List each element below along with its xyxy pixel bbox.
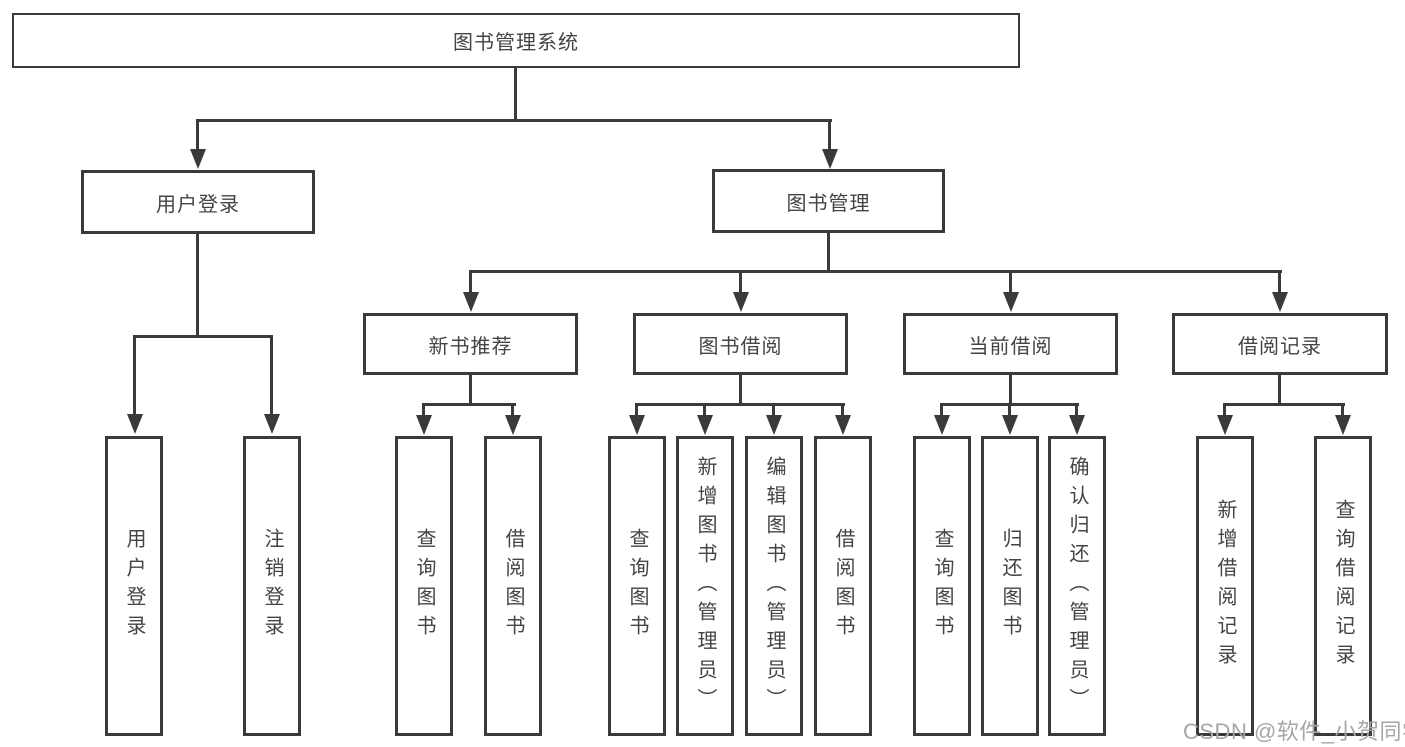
connector-line [841, 403, 844, 417]
csdn-watermark: CSDN @软件_小贺同学 [1183, 719, 1405, 744]
connector-arrowhead [733, 292, 749, 312]
leaf-confirm-return-admin: 确认归还（管理员） [1048, 436, 1106, 736]
leaf-borrow-books-recommend-label: 借阅图书 [502, 528, 524, 644]
connector-arrowhead [835, 415, 851, 435]
connector-arrowhead [127, 414, 143, 434]
connector-line [133, 335, 136, 415]
leaf-add-book-admin-label: 新增图书（管理员） [694, 455, 716, 717]
node-root-label: 图书管理系统 [453, 32, 579, 54]
connector-line [739, 270, 742, 294]
connector-line [1009, 270, 1012, 294]
connector-line [1223, 403, 1226, 417]
node-current-borrow-label: 当前借阅 [968, 335, 1053, 358]
connector-arrowhead [629, 415, 645, 435]
leaf-user-login-label: 用户登录 [123, 528, 145, 644]
leaf-borrow-books-recommend: 借阅图书 [484, 436, 542, 736]
connector-line [469, 270, 1282, 273]
connector-line [1278, 270, 1281, 294]
connector-arrowhead [1335, 415, 1351, 435]
node-book-borrow-label: 图书借阅 [698, 335, 783, 358]
leaf-edit-book-admin: 编辑图书（管理员） [745, 436, 803, 736]
connector-line [1341, 403, 1344, 417]
connector-line [1008, 403, 1011, 417]
node-new-book-recommend-label: 新书推荐 [428, 335, 513, 358]
leaf-query-borrow-record-label: 查询借阅记录 [1332, 499, 1354, 673]
connector-line [1009, 375, 1012, 406]
connector-arrowhead [463, 292, 479, 312]
connector-line [739, 375, 742, 406]
connector-arrowhead [1002, 415, 1018, 435]
leaf-add-borrow-record: 新增借阅记录 [1196, 436, 1254, 736]
leaf-query-books-borrow-label: 查询图书 [626, 528, 648, 644]
connector-line [635, 403, 638, 417]
leaf-add-book-admin: 新增图书（管理员） [676, 436, 734, 736]
leaf-confirm-return-admin-label: 确认归还（管理员） [1066, 455, 1088, 717]
connector-line [635, 403, 845, 406]
leaf-logout-label: 注销登录 [261, 528, 283, 644]
node-borrow-records-label: 借阅记录 [1238, 335, 1322, 358]
connector-arrowhead [190, 149, 206, 169]
node-new-book-recommend: 新书推荐 [363, 313, 578, 375]
leaf-query-borrow-record: 查询借阅记录 [1314, 436, 1372, 736]
leaf-logout: 注销登录 [243, 436, 301, 736]
connector-line [827, 233, 830, 273]
leaf-borrow-books-label: 借阅图书 [832, 528, 854, 644]
leaf-user-login: 用户登录 [105, 436, 163, 736]
connector-line [133, 335, 273, 338]
connector-line [1075, 403, 1078, 417]
node-root: 图书管理系统 [12, 13, 1020, 68]
leaf-query-books-borrow: 查询图书 [608, 436, 666, 736]
connector-line [828, 119, 831, 151]
connector-line [511, 403, 514, 417]
connector-line [940, 403, 943, 417]
leaf-query-books-current: 查询图书 [913, 436, 971, 736]
connector-arrowhead [1217, 415, 1233, 435]
connector-arrowhead [934, 415, 950, 435]
leaf-borrow-books: 借阅图书 [814, 436, 872, 736]
connector-arrowhead [766, 415, 782, 435]
connector-arrowhead [505, 415, 521, 435]
connector-line [422, 403, 425, 417]
leaf-query-books-recommend-label: 查询图书 [413, 528, 435, 644]
connector-arrowhead [416, 415, 432, 435]
node-user-login: 用户登录 [81, 170, 315, 234]
leaf-query-books-current-label: 查询图书 [931, 528, 953, 644]
leaf-return-book-label: 归还图书 [999, 528, 1021, 644]
connector-line [469, 270, 472, 294]
node-book-borrow: 图书借阅 [633, 313, 848, 375]
connector-line [1223, 403, 1345, 406]
connector-line [270, 335, 273, 415]
connector-arrowhead [822, 149, 838, 169]
connector-arrowhead [1069, 415, 1085, 435]
connector-line [703, 403, 706, 417]
node-book-management: 图书管理 [712, 169, 945, 233]
node-borrow-records: 借阅记录 [1172, 313, 1388, 375]
node-current-borrow: 当前借阅 [903, 313, 1118, 375]
leaf-add-borrow-record-label: 新增借阅记录 [1214, 499, 1236, 673]
connector-line [1278, 375, 1281, 406]
leaf-query-books-recommend: 查询图书 [395, 436, 453, 736]
connector-line [196, 234, 199, 338]
leaf-edit-book-admin-label: 编辑图书（管理员） [763, 455, 785, 717]
connector-line [196, 119, 832, 122]
connector-line [422, 403, 516, 406]
connector-arrowhead [1272, 292, 1288, 312]
connector-line [196, 119, 199, 151]
connector-arrowhead [264, 414, 280, 434]
connector-arrowhead [697, 415, 713, 435]
node-user-login-label: 用户登录 [156, 193, 240, 216]
node-book-management-label: 图书管理 [786, 192, 871, 215]
connector-line [469, 375, 472, 406]
connector-line [772, 403, 775, 417]
leaf-return-book: 归还图书 [981, 436, 1039, 736]
connector-arrowhead [1003, 292, 1019, 312]
connector-line [514, 68, 517, 120]
